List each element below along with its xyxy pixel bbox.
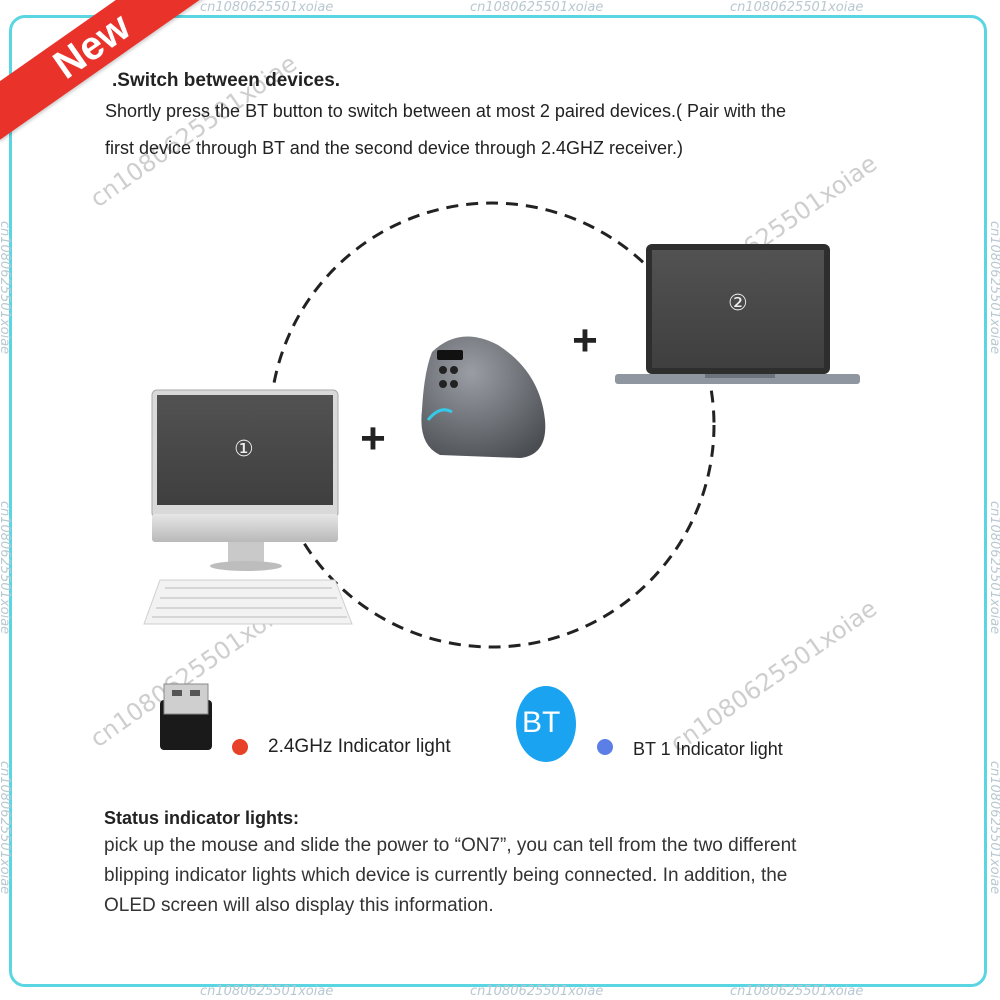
watermark-bottom-3: cn1080625501xoiae [730, 984, 864, 999]
section-title: .Switch between devices. [112, 70, 341, 91]
status-line-1: pick up the mouse and slide the power to… [104, 835, 797, 856]
desktop-computer [143, 389, 353, 625]
watermark-top-1: cn1080625501xoiae [200, 0, 334, 15]
status-line-3: OLED screen will also display this infor… [104, 895, 494, 916]
watermark-bottom-2: cn1080625501xoiae [470, 984, 604, 999]
device-2-marker: ② [728, 291, 748, 316]
connection-circle [268, 201, 716, 649]
usb-receiver-icon [160, 683, 212, 750]
laptop-computer [615, 244, 860, 384]
section-line-2: first device through BT and the second d… [105, 138, 683, 158]
device-1-marker: ① [234, 437, 254, 462]
plus-sign-1: + [360, 414, 386, 463]
watermark-top-3: cn1080625501xoiae [730, 0, 864, 15]
section-line-1: Shortly press the BT button to switch be… [105, 101, 787, 121]
status-title: Status indicator lights: [104, 808, 300, 828]
watermark-bottom-1: cn1080625501xoiae [200, 984, 334, 999]
plus-sign-2: + [572, 316, 598, 365]
bt-badge-shape [516, 686, 576, 762]
bt-indicator-label: BT 1 Indicator light [633, 739, 783, 759]
bt-badge-text: BT [522, 706, 561, 739]
status-line-2: blipping indicator lights which device i… [104, 865, 788, 886]
watermark-top-2: cn1080625501xoiae [470, 0, 604, 15]
ghz-indicator-dot [232, 739, 248, 755]
vertical-mouse [421, 336, 546, 458]
ghz-indicator-label: 2.4GHz Indicator light [268, 736, 451, 757]
bt-indicator-dot [597, 739, 613, 755]
